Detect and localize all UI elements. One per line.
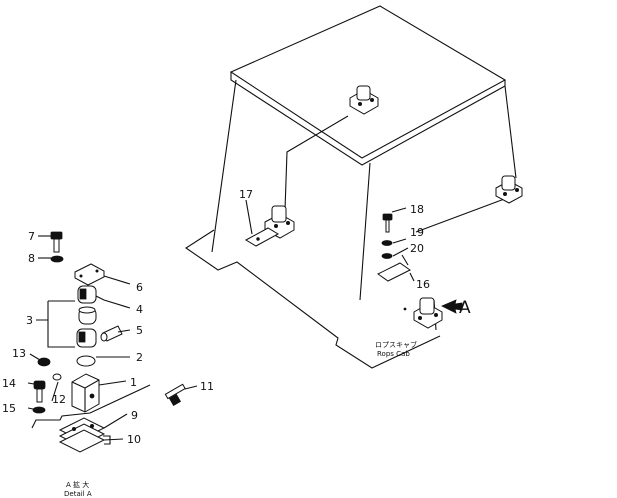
callout-2: 2 (136, 351, 143, 364)
callout-17: 17 (239, 188, 253, 201)
callout-14: 14 (2, 377, 16, 390)
callout-11: 11 (200, 380, 214, 393)
detail-caption-line1: A 拡 大 (66, 480, 89, 489)
front-right-mount-detail-a (377, 213, 463, 329)
cab-label-japanese: ロプスキャブ (375, 340, 417, 349)
callout-15: 15 (2, 402, 16, 415)
callout-3: 3 (26, 314, 33, 327)
callout-8: 8 (28, 252, 35, 265)
callout-10: 10 (127, 433, 141, 446)
callout-4: 4 (136, 303, 143, 316)
callout-6: 6 (136, 281, 143, 294)
right-rear-mount (495, 175, 523, 204)
callout-12: 12 (52, 393, 66, 406)
callout-7: 7 (28, 230, 35, 243)
callout-20: 20 (410, 242, 424, 255)
callout-labels: 7 8 6 4 5 2 3 13 12 1 11 14 15 9 10 17 1… (2, 188, 471, 446)
callout-16: 16 (416, 278, 430, 291)
callout-1: 1 (130, 376, 137, 389)
detail-a-assembly (32, 231, 186, 453)
cab-outline (185, 5, 517, 369)
detail-caption-line2: Detail A (64, 490, 92, 498)
callout-5: 5 (136, 324, 143, 337)
callout-19: 19 (410, 226, 424, 239)
callout-13: 13 (12, 347, 26, 360)
roof-mount (349, 85, 379, 115)
front-left-mount (244, 205, 295, 247)
callout-18: 18 (410, 203, 424, 216)
detail-a-marker: A (459, 298, 471, 318)
captions: ロプスキャブ Rops Cab A 拡 大 Detail A (64, 340, 417, 498)
callout-9: 9 (131, 409, 138, 422)
leader-lines (27, 199, 415, 445)
cab-label-english: Rops Cab (377, 350, 410, 358)
